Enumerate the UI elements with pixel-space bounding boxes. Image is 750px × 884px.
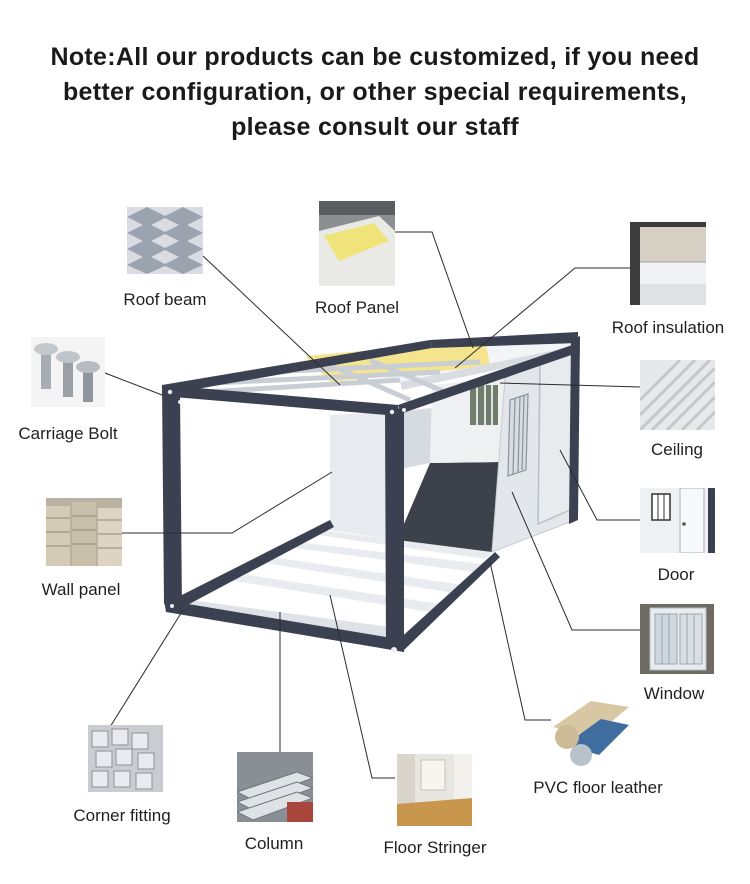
steel-frame	[162, 332, 580, 652]
corner-fitting-thumbnail	[88, 725, 163, 792]
leader-carriage-bolt	[104, 372, 163, 396]
leader-ceiling	[499, 382, 641, 388]
note-line-1: Note:All our products can be customized,…	[50, 43, 700, 71]
roof-panel-thumbnail	[319, 201, 395, 286]
floor-stringers	[186, 531, 492, 640]
note-heading: Note:All our products can be customized,…	[0, 40, 750, 145]
leader-corner-fitting	[109, 609, 184, 728]
floor-stringer-thumbnail	[397, 754, 472, 826]
roof-panel-label: Roof Panel	[314, 298, 400, 317]
roof-insulation-strip	[305, 340, 490, 382]
door-label: Door	[657, 565, 695, 584]
window-thumbnail	[640, 604, 714, 674]
window-label: Window	[643, 684, 705, 703]
carriage-bolt-thumbnail	[31, 337, 105, 407]
door-thumbnail	[640, 488, 715, 553]
leader-window	[511, 491, 640, 631]
door-panel	[537, 350, 573, 526]
leader-roof-insulation	[454, 267, 630, 369]
note-line-2: better configuration, or other special r…	[62, 78, 688, 106]
roof-insulation-thumbnail	[630, 222, 706, 305]
roof-beam-thumbnail	[127, 207, 203, 274]
roof-beam-label: Roof beam	[123, 290, 207, 309]
leader-door	[559, 449, 640, 521]
column-label: Column	[244, 834, 304, 853]
pvc-floor-leather-label: PVC floor leather	[533, 778, 663, 797]
floor-stringer-label: Floor Stringer	[383, 838, 487, 857]
leader-roof-panel	[395, 231, 474, 349]
ceiling-thumbnail	[640, 360, 715, 430]
leader-pvc-floor	[489, 561, 551, 721]
wall-panel-label: Wall panel	[41, 580, 121, 599]
column-thumbnail	[237, 752, 313, 822]
pvc-floor-leather-thumbnail	[551, 697, 629, 767]
leader-wall-panel	[122, 471, 333, 534]
ceiling-label: Ceiling	[651, 440, 703, 459]
leader-floor-stringer	[329, 594, 395, 779]
corner-fitting-label: Corner fitting	[73, 806, 171, 825]
leader-roof-beam	[202, 255, 341, 386]
leader-lines	[104, 231, 641, 779]
roof-insulation-label: Roof insulation	[611, 318, 725, 337]
interior-wall-panel	[330, 412, 396, 540]
wall-panel-thumbnail	[46, 498, 122, 566]
note-line-3: please consult our staff	[231, 113, 519, 141]
interior-floor	[395, 462, 500, 552]
carriage-bolt-label: Carriage Bolt	[18, 424, 118, 443]
